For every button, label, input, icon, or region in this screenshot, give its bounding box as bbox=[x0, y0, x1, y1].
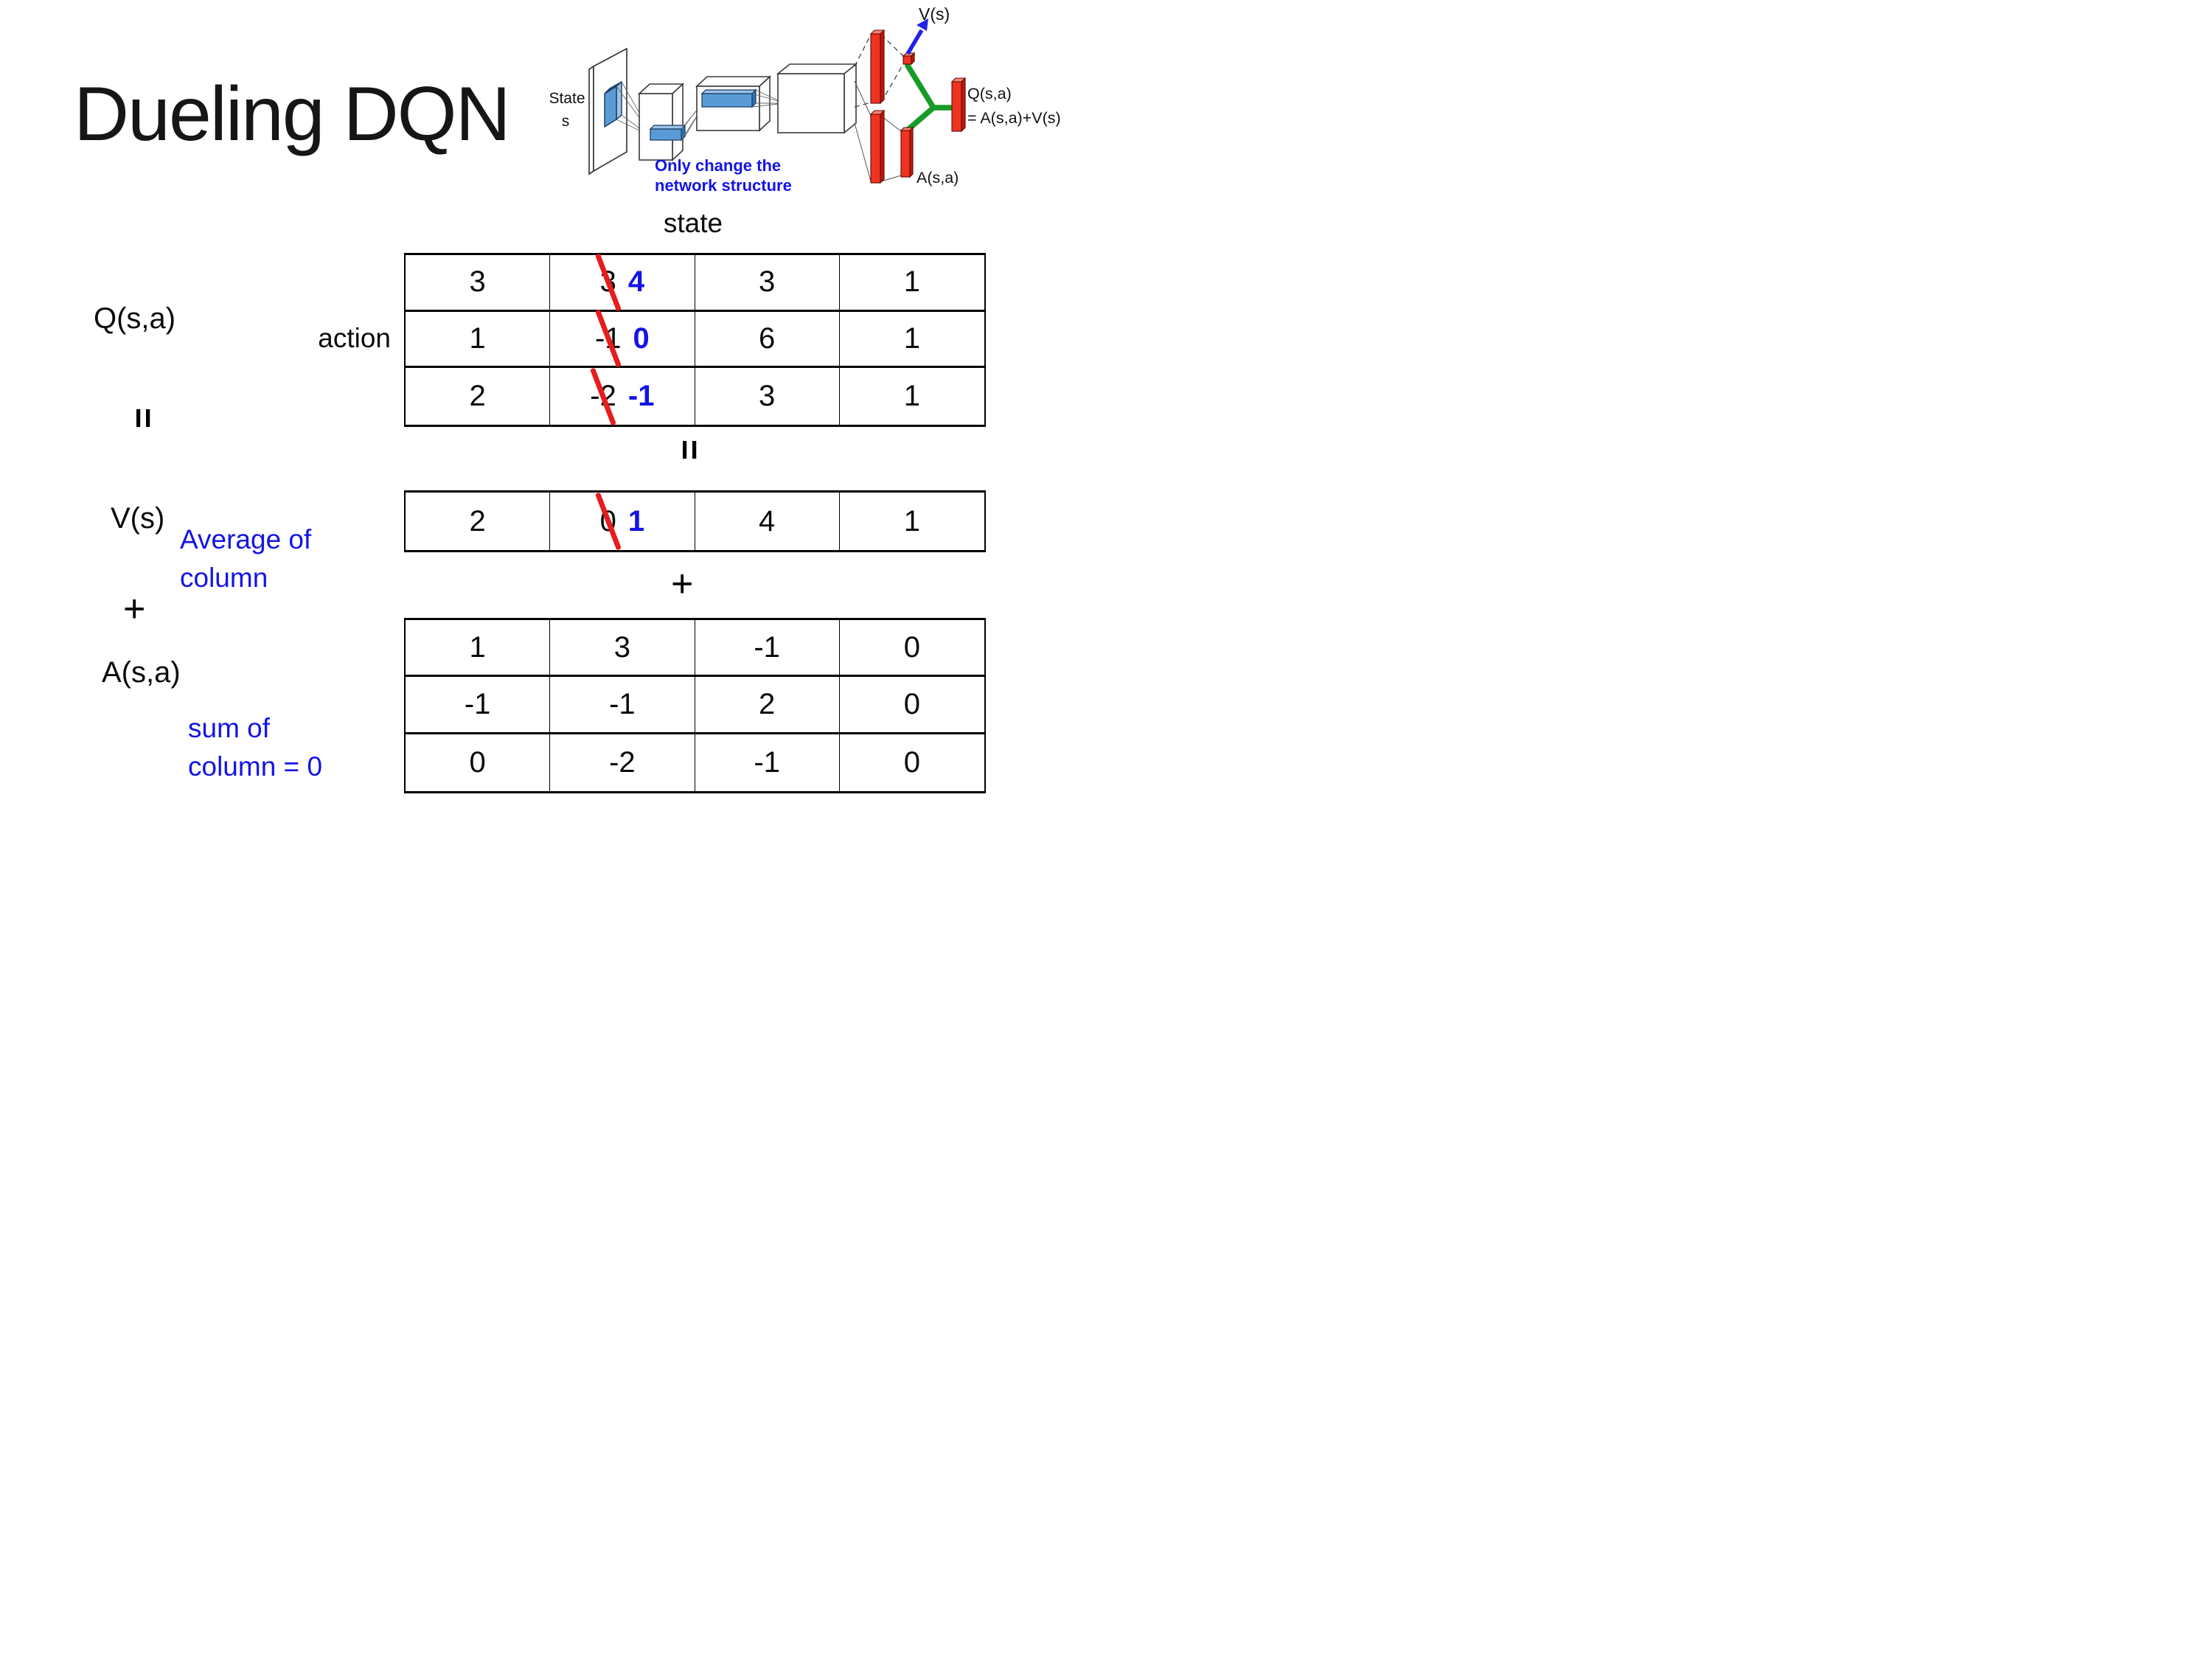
feature-bar-2 bbox=[700, 88, 757, 108]
a-term-label: A(s,a) bbox=[102, 656, 181, 689]
average-note: Average of column bbox=[180, 524, 312, 593]
slide: Dueling DQN bbox=[0, 0, 1106, 830]
q-cell: 1 bbox=[903, 380, 920, 413]
fc-red-bar-bottom bbox=[869, 109, 886, 184]
a-cell: 0 bbox=[839, 677, 984, 734]
a-cell: 1 bbox=[406, 620, 551, 678]
plus-left: + bbox=[123, 588, 146, 630]
v-scalar-box bbox=[902, 52, 916, 66]
a-table: 1 3 -1 0 -1 -1 2 0 0 -2 -1 0 bbox=[404, 618, 986, 793]
q-cell-updated: 3 4 bbox=[550, 253, 695, 312]
diagram-state-s-label: s bbox=[562, 113, 570, 130]
a-cell: 0 bbox=[839, 620, 984, 678]
a-cell: 0 bbox=[406, 734, 551, 791]
cone-lines-3 bbox=[751, 89, 779, 108]
a-vector-bar bbox=[900, 126, 914, 178]
a-cell: 0 bbox=[903, 745, 920, 779]
diagram-q-label-line2: = A(s,a)+V(s) bbox=[967, 109, 1061, 127]
q-cell: 2 bbox=[406, 368, 551, 425]
fc-red-bar-top bbox=[869, 29, 886, 105]
diagram-state-label: State bbox=[549, 90, 585, 107]
sum-note: sum of column = 0 bbox=[188, 713, 323, 782]
equals-left: = bbox=[123, 407, 162, 429]
a-cell: -1 bbox=[695, 734, 840, 791]
q-term-label: Q(s,a) bbox=[94, 302, 176, 335]
diagram-q-label-line1: Q(s,a) bbox=[967, 85, 1012, 102]
v-cell: 2 bbox=[406, 493, 551, 550]
state-header: state bbox=[663, 208, 723, 238]
q-output-bar bbox=[950, 77, 967, 133]
feature-bar-1 bbox=[649, 124, 686, 142]
q-cell-updated: -2 -1 bbox=[550, 367, 695, 426]
diagram-v-label: V(s) bbox=[919, 4, 950, 24]
q-cell: 3 bbox=[695, 368, 840, 425]
slide-title: Dueling DQN bbox=[74, 72, 511, 157]
conv-box-1 bbox=[637, 83, 685, 161]
a-cell: -1 bbox=[406, 677, 551, 734]
q-cell: 3 bbox=[406, 255, 551, 312]
a-cell: -1 bbox=[695, 620, 840, 678]
q-cell: 6 bbox=[695, 311, 840, 369]
strike-mark bbox=[594, 253, 622, 312]
action-label: action bbox=[318, 323, 391, 353]
q-cell: 1 bbox=[839, 312, 984, 369]
q-cell: 3 bbox=[695, 255, 840, 312]
q-table: 3 3 4 3 1 1 -1 0 6 1 2 -2 -1 3 1 bbox=[404, 253, 986, 427]
diagram-note-line1: Only change the bbox=[655, 156, 781, 175]
diagram-a-label: A(s,a) bbox=[917, 169, 959, 187]
network-architecture-diagram: State s V(s) Q(s,a) = A(s,a)+V(s) A(s,a)… bbox=[549, 4, 1061, 195]
v-table: 2 0 1 4 1 bbox=[404, 490, 986, 552]
v-cell: 1 bbox=[903, 504, 920, 538]
a-cell: 2 bbox=[695, 677, 840, 734]
diagram-note-line2: network structure bbox=[655, 176, 792, 195]
merge-y-connector bbox=[904, 63, 956, 133]
a-cell: -1 bbox=[550, 677, 695, 734]
equals-mid: = bbox=[669, 439, 709, 461]
v-term-label: V(s) bbox=[111, 502, 165, 535]
v-cell-updated: 0 1 bbox=[550, 492, 695, 551]
q-cell: 1 bbox=[406, 311, 551, 369]
dashed-links-top bbox=[854, 34, 904, 108]
a-cell: -2 bbox=[550, 734, 695, 791]
v-arrow-icon bbox=[905, 18, 928, 55]
strike-mark bbox=[594, 492, 622, 551]
q-cell: 1 bbox=[839, 255, 984, 312]
q-cell-updated: -1 0 bbox=[550, 309, 695, 369]
v-cell: 4 bbox=[695, 493, 840, 550]
plus-mid: + bbox=[671, 563, 694, 605]
a-cell: 3 bbox=[550, 620, 695, 678]
fc-box bbox=[776, 63, 858, 134]
